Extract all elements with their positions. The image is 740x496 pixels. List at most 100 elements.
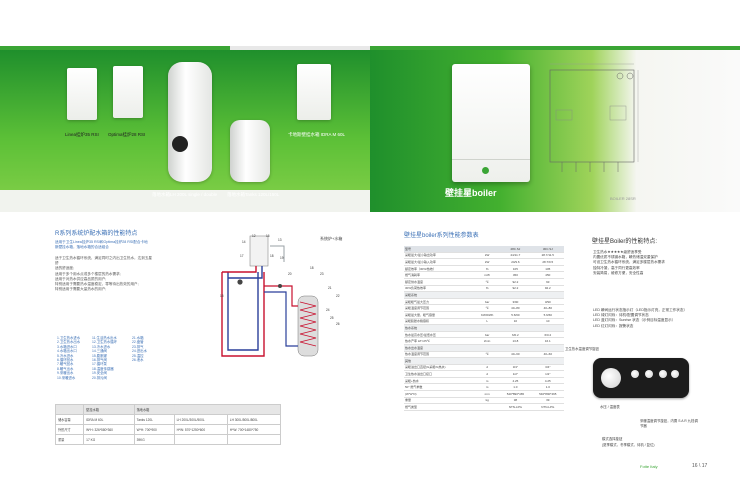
mode-knob-icon — [659, 370, 667, 378]
legend-item: 7.暖气回水 — [57, 362, 74, 367]
tank200-caption: 落地水箱LH 200L single / double — [152, 192, 218, 197]
table-cell: 16.1 — [531, 337, 564, 345]
callout-pressure: 水压 / 温度表 — [600, 405, 620, 409]
table-cell: 采暖膨胀水箱容积 — [404, 318, 476, 326]
diagram-num: 16 — [266, 234, 270, 238]
flue-pipe — [270, 245, 285, 262]
table-cell: 40~60 — [499, 351, 532, 359]
legend-item: 22.盘管 — [132, 340, 144, 345]
table-row: 热水出水温度 — [404, 344, 564, 352]
callout-mode-knob: 模式选择旋钮 — [602, 437, 623, 441]
table-cell: 热水温度调节范围 — [404, 351, 476, 359]
table-cell: d — [475, 364, 500, 372]
table-cell: 6/0.2 — [499, 331, 532, 339]
table-cell: m — [475, 383, 500, 392]
features-title: 壁挂星Boiler的性能特点: — [592, 239, 658, 245]
legend-item: 10.采暖进水 — [57, 375, 76, 380]
table-cell: KW/DWh — [475, 311, 500, 319]
boiler-technical-drawing — [549, 63, 639, 172]
table-cell: 92.2 — [499, 278, 532, 286]
diagram-num: 22 — [336, 294, 340, 298]
table-cell: % — [475, 285, 500, 293]
table-cell: 6/0.2 — [531, 331, 564, 339]
table-cell: 3/90 — [499, 298, 532, 306]
table-cell: d — [475, 370, 500, 378]
table-cell: NTN-LPG — [499, 403, 532, 411]
table-cell: 重量 — [404, 397, 476, 405]
table-cell: 采暖系统 — [404, 291, 476, 299]
table-cell: 105 — [531, 265, 564, 273]
table-cell: 17 KG — [83, 434, 135, 445]
feature-line: 特别适用于需要大量热水的用户; — [55, 287, 107, 292]
legend-item: 4.水箱出水口 — [57, 349, 77, 354]
boiler-product-image — [452, 64, 530, 182]
diagram-coil — [299, 301, 317, 347]
table-cell: 采暖暖气最大压力 — [404, 298, 476, 306]
display-floor — [0, 190, 370, 212]
table-row: 外形尺寸 W*H: 326*580*360 W*H: 700*900 H*W: … — [54, 424, 282, 435]
table-cell: 额定供水温度 — [404, 278, 476, 286]
legend-item: 1.卫生热水进水 — [57, 336, 81, 340]
table-cell — [475, 344, 500, 352]
table-cell: ℃ — [475, 278, 500, 286]
legend-item: 8.暖气出水 — [57, 366, 74, 371]
boiler-logo-icon — [482, 167, 489, 174]
legend-item: 24.进出水 — [132, 349, 147, 354]
diagram-num: 20 — [288, 272, 292, 276]
table-cell: kg — [475, 397, 500, 405]
table-cell: 采暖+热水 — [404, 377, 476, 385]
boiler-panel-line — [452, 159, 530, 160]
table-cell — [499, 357, 532, 365]
table-cell: 3/4" — [531, 364, 564, 372]
system-piping-diagram — [221, 235, 319, 357]
footer-brand: Fotte Italy — [640, 464, 658, 469]
table-cell: 燃气类型 — [404, 403, 476, 411]
legend-column-3: 21.水箱 22.盘管 23.排气 24.进出水 25.温控 26.泄水 — [132, 336, 147, 362]
diagram-callout-numbers: 14 12 16 13 17 18 19 20 15 18 23 21 22 2… — [220, 232, 350, 326]
table-cell: 93 — [531, 278, 564, 286]
diagram-num: 14 — [242, 240, 246, 244]
table-cell: bar — [475, 331, 500, 339]
table-cell: 热水系统 — [404, 324, 476, 332]
table-row: 热水系统 — [404, 324, 564, 332]
table-cell: 10 — [531, 318, 564, 326]
table-cell: (W*H*D) — [404, 390, 476, 398]
table-cell — [226, 434, 282, 445]
table-cell: 540*890*465 — [531, 390, 564, 398]
feature-line: 适于卫生热水循环系统，满足同时之内出卫生热水，达到五星舒 — [55, 256, 153, 266]
table-cell: LH 300L/500L/800L — [226, 414, 282, 425]
table-cell: mm — [475, 390, 500, 398]
table-cell — [475, 403, 500, 411]
legend-item: 14.三通阀 — [92, 349, 107, 354]
diagram-num: 23 — [320, 272, 324, 276]
floor-tank-200-image — [168, 62, 212, 182]
table-cell: IDRA M 60L — [83, 414, 135, 425]
table-cell: 采暖最大量，暖气容量 — [404, 311, 476, 319]
optima-boiler-image — [113, 66, 143, 118]
heating-knob-icon — [645, 370, 653, 378]
table-cell: 28.7/11.5 — [531, 252, 564, 260]
left-hero-banner: Linea挂炉35 RSI Optima挂炉28 RSI 落地水箱LH 200L… — [0, 50, 370, 212]
table-cell: 13.8 — [499, 337, 532, 345]
feature-list: 适于卫生热水循环系统，满足同时之内出卫生热水，达到五星舒 适的舒适度; 适用于多… — [55, 256, 155, 292]
diagram-label: 系统炉+水箱 — [320, 236, 343, 241]
feature-item: LED 红灯闪烁：报警状态 — [593, 323, 634, 328]
return-pipe — [228, 266, 263, 279]
table-cell: H*W: 700*1480*750 — [226, 424, 282, 435]
table-cell: W*H: 326*580*360 — [83, 424, 135, 435]
table-cell — [499, 291, 532, 299]
table-cell: 30C.SJ — [531, 246, 564, 253]
pump-icon — [237, 279, 243, 285]
heating-loop-red — [221, 272, 265, 357]
legend-item: 20.排污阀 — [92, 375, 107, 380]
legend-item: 3.水箱进水口 — [57, 344, 77, 349]
